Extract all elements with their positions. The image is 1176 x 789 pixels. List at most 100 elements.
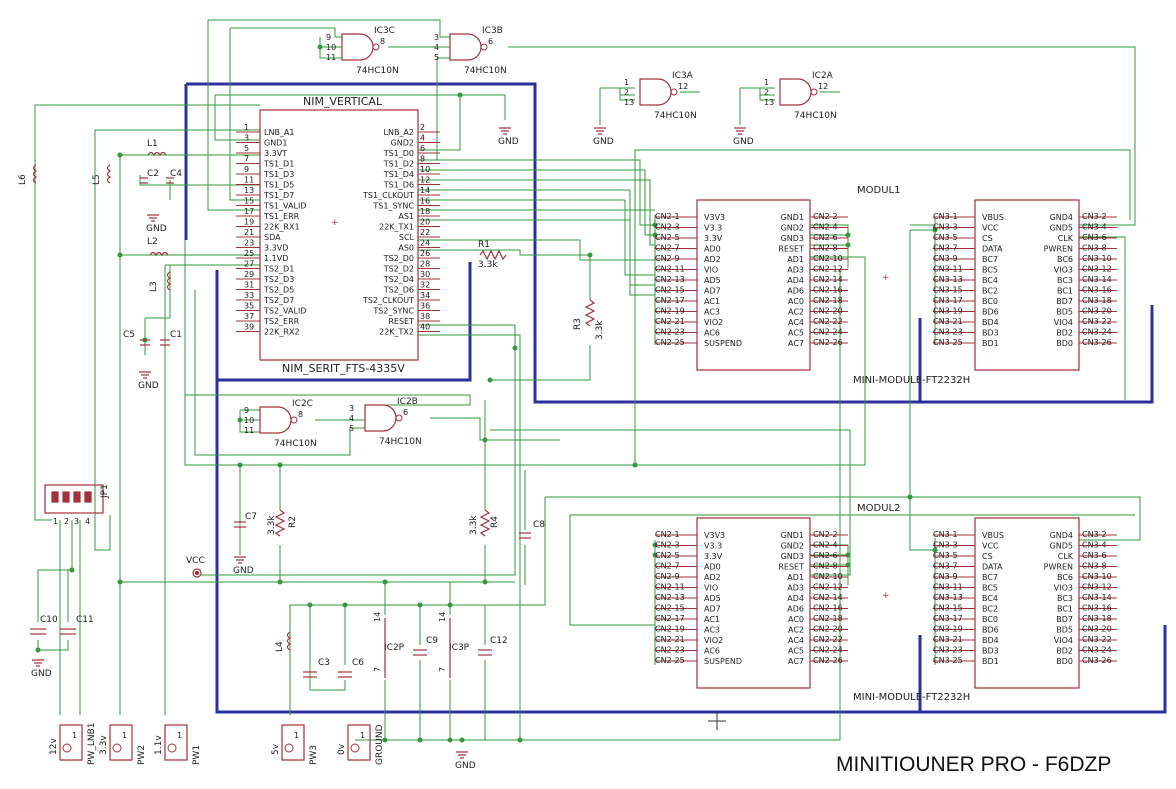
nim-pin-num: 24 [420,239,430,248]
module-pin-name: AD6 [787,605,804,614]
capacitor-c1[interactable] [160,339,170,346]
inductor-l3[interactable] [166,271,172,291]
module-pin-num: CN2-21 [655,635,685,644]
capacitor-c10[interactable] [30,628,46,635]
module-pin-num: CN2-14 [813,275,843,284]
nim-pin-num: 9 [244,165,249,174]
capacitor-c2[interactable] [140,177,148,184]
module-pin-name: VCC [982,542,999,551]
resistor-r4[interactable] [479,509,491,537]
nim-pin-name: LNB_A2 [384,128,415,137]
module-pin-num: CN2-23 [655,646,685,655]
module-pin-num: CN2-16 [813,286,843,295]
module-pin-name: AD7 [704,287,721,296]
power-voltage: 3.3v [99,735,109,755]
module-pin-name: BC0 [982,615,998,624]
module-pin-name: AD1 [787,573,804,582]
module-pin-num: CN2-18 [813,296,843,305]
capacitor-c7[interactable] [234,521,246,528]
capacitor-c6[interactable] [338,671,352,678]
nim-pin-name: TS1_ERR [263,212,300,221]
nim-pin-num: 38 [420,312,430,321]
module-pin-num: CN3-14 [1082,275,1112,284]
nim-pin-num: 19 [244,218,254,227]
capacitor-c4[interactable] [166,177,174,184]
label-ic2p: IC2P [384,643,405,653]
gnd-icon: GND [233,556,254,576]
module-pin-name: BC3 [1057,594,1073,603]
gnd-label: GND [138,381,159,391]
power-name: PW1 [192,745,202,765]
label-r1-value: 3.3k [478,260,498,270]
jumper-jp1[interactable] [44,484,104,514]
module-pin-num: CN3-12 [1082,265,1112,274]
inductor-l6[interactable] [32,164,38,184]
capacitor-c5[interactable] [140,339,150,346]
module-pin-name: GND4 [1050,213,1073,222]
nim-pin-num: 39 [244,323,254,332]
module-pin-name: GND5 [1050,224,1073,233]
label-c1: C1 [170,330,182,340]
gnd-icon: GND [593,127,614,147]
inductor-l5[interactable] [106,164,112,184]
module-pin-name: AC4 [788,636,804,645]
module-pin-name: AC4 [788,318,804,327]
module-pin-name: AD5 [704,276,721,285]
capacitor-c8[interactable] [519,532,531,539]
resistor-r3[interactable] [584,299,596,327]
module-pin-num: CN3-23 [933,646,963,655]
resistor-r1[interactable] [479,249,507,261]
module-pin-name: BC5 [982,584,998,593]
gate-part: 74HC10N [464,66,507,76]
resistor-r2[interactable] [274,509,286,537]
module-pin-num: CN3-9 [933,254,958,263]
module-pin-num: CN2-22 [813,317,843,326]
nim-tuner-component[interactable]: NIM_VERTICAL NIM_SERIT_FTS-4335V + 1LNB_… [236,95,440,375]
module-pin-name: BC7 [982,255,998,264]
capacitor-c9[interactable] [413,649,427,656]
nim-pin-num: 27 [244,260,254,269]
nim-pin-name: 3.3VD [264,244,288,253]
nim-pin-num: 33 [244,291,254,300]
module-pin-name: BD4 [982,318,999,327]
module-pin-num: CN3-13 [933,593,963,602]
inductor-l1[interactable] [147,151,167,157]
module-pin-name: VIO4 [1054,636,1073,645]
power-pin-num: 1 [72,731,77,740]
module-pin-num: CN3-15 [933,604,963,613]
module-pin-name: AC6 [704,647,720,656]
gnd-label: GND [233,566,254,576]
capacitor-c3[interactable] [303,671,317,678]
module-pin-name: AD3 [787,584,804,593]
capacitor-c11[interactable] [60,628,76,635]
nim-pin-num: 40 [420,323,430,332]
label-c7: C7 [245,512,257,522]
module-pin-num: CN3-10 [1082,254,1112,263]
capacitor-c12[interactable] [478,649,492,656]
module-pin-name: BD2 [1056,647,1073,656]
module-pin-num: CN2-15 [655,286,685,295]
module-pin-name: V3V3 [704,531,725,540]
nim-pin-name: GND1 [264,139,287,148]
inductor-l2[interactable] [149,251,169,257]
module-pin-num: CN2-2 [813,530,838,539]
module-pin-name: GND3 [781,234,804,243]
gate-part: 74HC10N [379,437,422,447]
gate-pin-num: 9 [244,406,249,415]
nim-pin-name: TS2_D7 [263,296,294,305]
inductor-l4[interactable] [286,631,292,651]
